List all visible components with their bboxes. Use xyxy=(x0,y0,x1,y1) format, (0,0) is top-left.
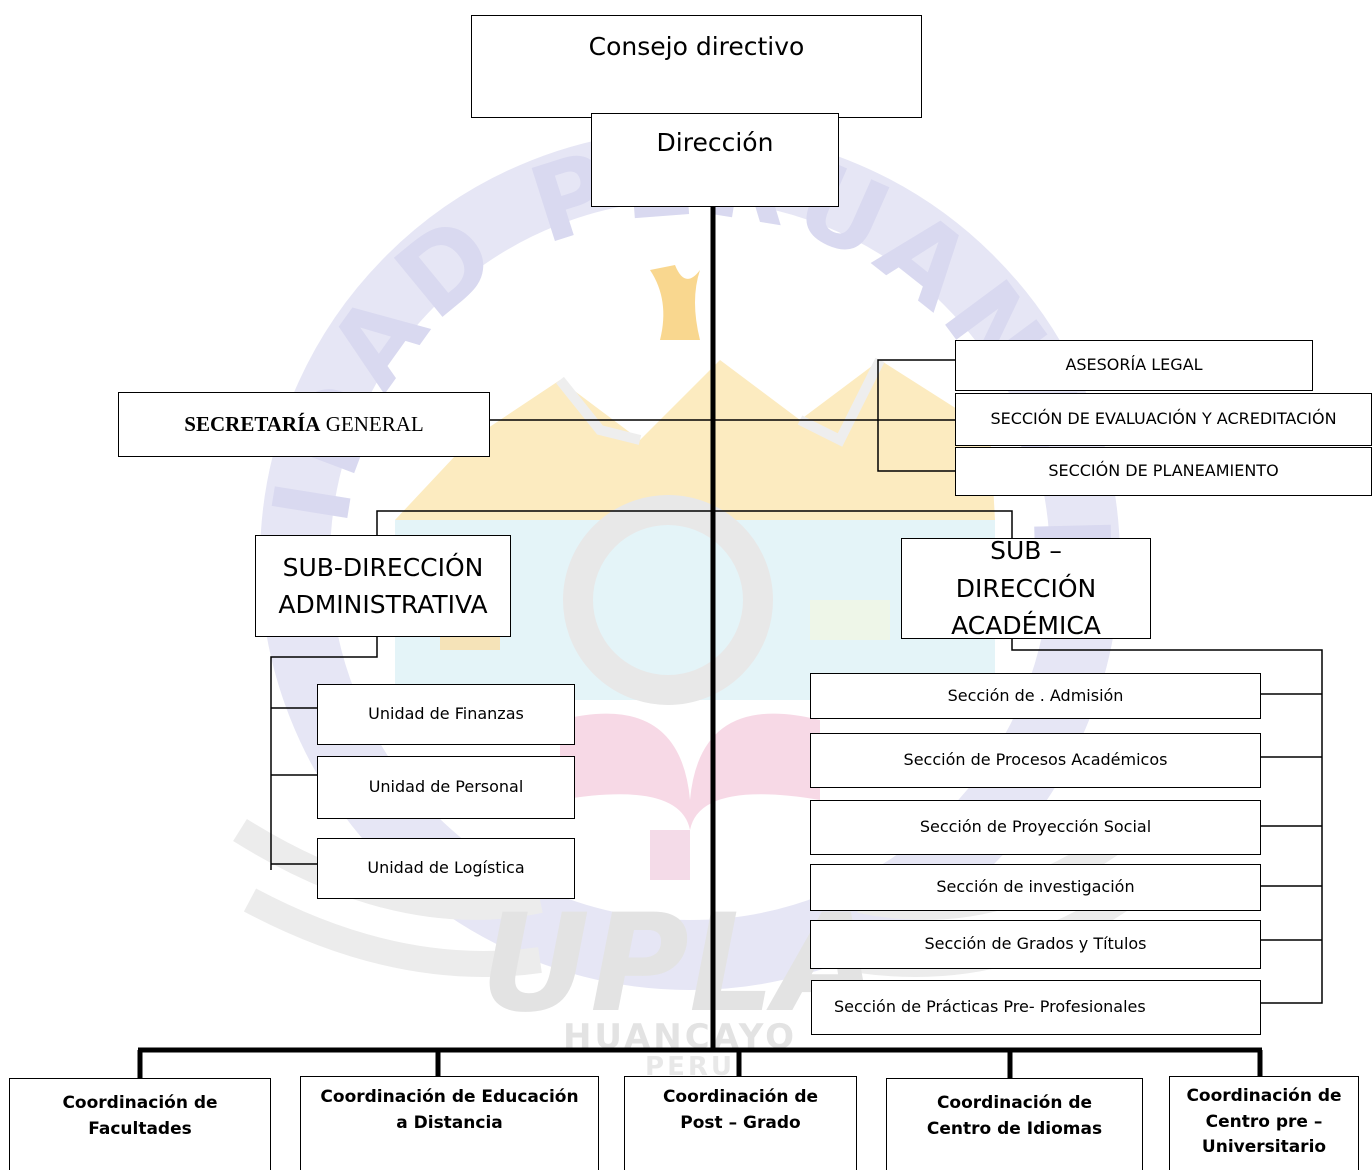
seccion-grados-label: Sección de Grados y Títulos xyxy=(924,934,1147,954)
direccion-box: Dirección xyxy=(591,113,839,207)
seccion-admision-box: Sección de . Admisión xyxy=(810,673,1261,719)
seccion-procesos-label: Sección de Procesos Académicos xyxy=(903,750,1168,770)
unidad-personal-box: Unidad de Personal xyxy=(317,756,575,819)
planeamiento-box: SECCIÓN DE PLANEAMIENTO xyxy=(955,447,1372,496)
seccion-grados-box: Sección de Grados y Títulos xyxy=(810,920,1261,969)
seccion-practicas-box: Sección de Prácticas Pre- Profesionales xyxy=(811,980,1261,1035)
asesoria-legal-box: ASESORÍA LEGAL xyxy=(955,340,1313,391)
seccion-procesos-box: Sección de Procesos Académicos xyxy=(810,733,1261,788)
staff-bracket xyxy=(877,359,956,472)
unidad-finanzas-label: Unidad de Finanzas xyxy=(368,704,524,724)
evaluacion-acreditacion-box: SECCIÓN DE EVALUACIÓN Y ACREDITACIÓN xyxy=(955,393,1372,446)
seccion-proyeccion-box: Sección de Proyección Social xyxy=(810,800,1261,855)
asesoria-legal-label: ASESORÍA LEGAL xyxy=(1065,355,1203,375)
sub-direccion-administrativa-label: SUB-DIRECCIÓN ADMINISTRATIVA xyxy=(278,552,488,620)
secretaria-bold: SECRETARÍA xyxy=(184,412,321,436)
coordinacion-centro-pre-universitario-box: Coordinación de Centro pre – Universitar… xyxy=(1169,1076,1359,1170)
consejo-directivo-box: Consejo directivo xyxy=(471,15,922,118)
coordinacion-post-grado-label: Coordinación de Post – Grado xyxy=(662,1087,819,1133)
coordinacion-facultades-label: Coordinación de Facultades xyxy=(62,1093,218,1139)
coordinacion-educacion-distancia-label: Coordinación de Educación a Distancia xyxy=(320,1087,579,1133)
seccion-admision-label: Sección de . Admisión xyxy=(947,685,1124,705)
unidad-personal-label: Unidad de Personal xyxy=(368,777,524,797)
direccion-label: Dirección xyxy=(656,128,774,157)
secretaria-general-label: SECRETARÍA GENERAL xyxy=(184,412,423,437)
consejo-directivo-label: Consejo directivo xyxy=(588,32,805,61)
coordinacion-facultades-box: Coordinación de Facultades xyxy=(9,1078,271,1170)
admin-bracket xyxy=(270,636,378,870)
unidad-logistica-label: Unidad de Logística xyxy=(367,858,525,878)
secretaria-rest: GENERAL xyxy=(320,412,424,436)
seccion-practicas-label: Sección de Prácticas Pre- Profesionales xyxy=(834,997,1146,1017)
coordinacion-centro-idiomas-label: Coordinación de Centro de Idiomas xyxy=(926,1093,1103,1139)
coordinacion-centro-pre-universitario-label: Coordinación de Centro pre – Universitar… xyxy=(1186,1086,1342,1157)
coordinacion-post-grado-box: Coordinación de Post – Grado xyxy=(624,1076,857,1170)
secretaria-general-box: SECRETARÍA GENERAL xyxy=(118,392,490,457)
sub-direccion-administrativa-box: SUB-DIRECCIÓN ADMINISTRATIVA xyxy=(255,535,511,637)
sub-direction-bar xyxy=(376,510,1013,538)
evaluacion-acreditacion-label: SECCIÓN DE EVALUACIÓN Y ACREDITACIÓN xyxy=(990,409,1337,429)
seccion-investigacion-label: Sección de investigación xyxy=(936,877,1135,897)
coordinacion-educacion-distancia-box: Coordinación de Educación a Distancia xyxy=(300,1076,599,1170)
acad-bracket xyxy=(1011,638,1323,1004)
seccion-investigacion-box: Sección de investigación xyxy=(810,864,1261,911)
coordinacion-centro-idiomas-box: Coordinación de Centro de Idiomas xyxy=(886,1078,1143,1170)
planeamiento-label: SECCIÓN DE PLANEAMIENTO xyxy=(1048,461,1279,481)
seccion-proyeccion-label: Sección de Proyección Social xyxy=(919,817,1152,837)
unidad-logistica-box: Unidad de Logística xyxy=(317,838,575,899)
sub-direccion-academica-label: SUB – DIRECCIÓN ACADÉMICA xyxy=(951,536,1101,641)
sub-direccion-academica-box: SUB – DIRECCIÓN ACADÉMICA xyxy=(901,536,1151,640)
unidad-finanzas-box: Unidad de Finanzas xyxy=(317,684,575,745)
